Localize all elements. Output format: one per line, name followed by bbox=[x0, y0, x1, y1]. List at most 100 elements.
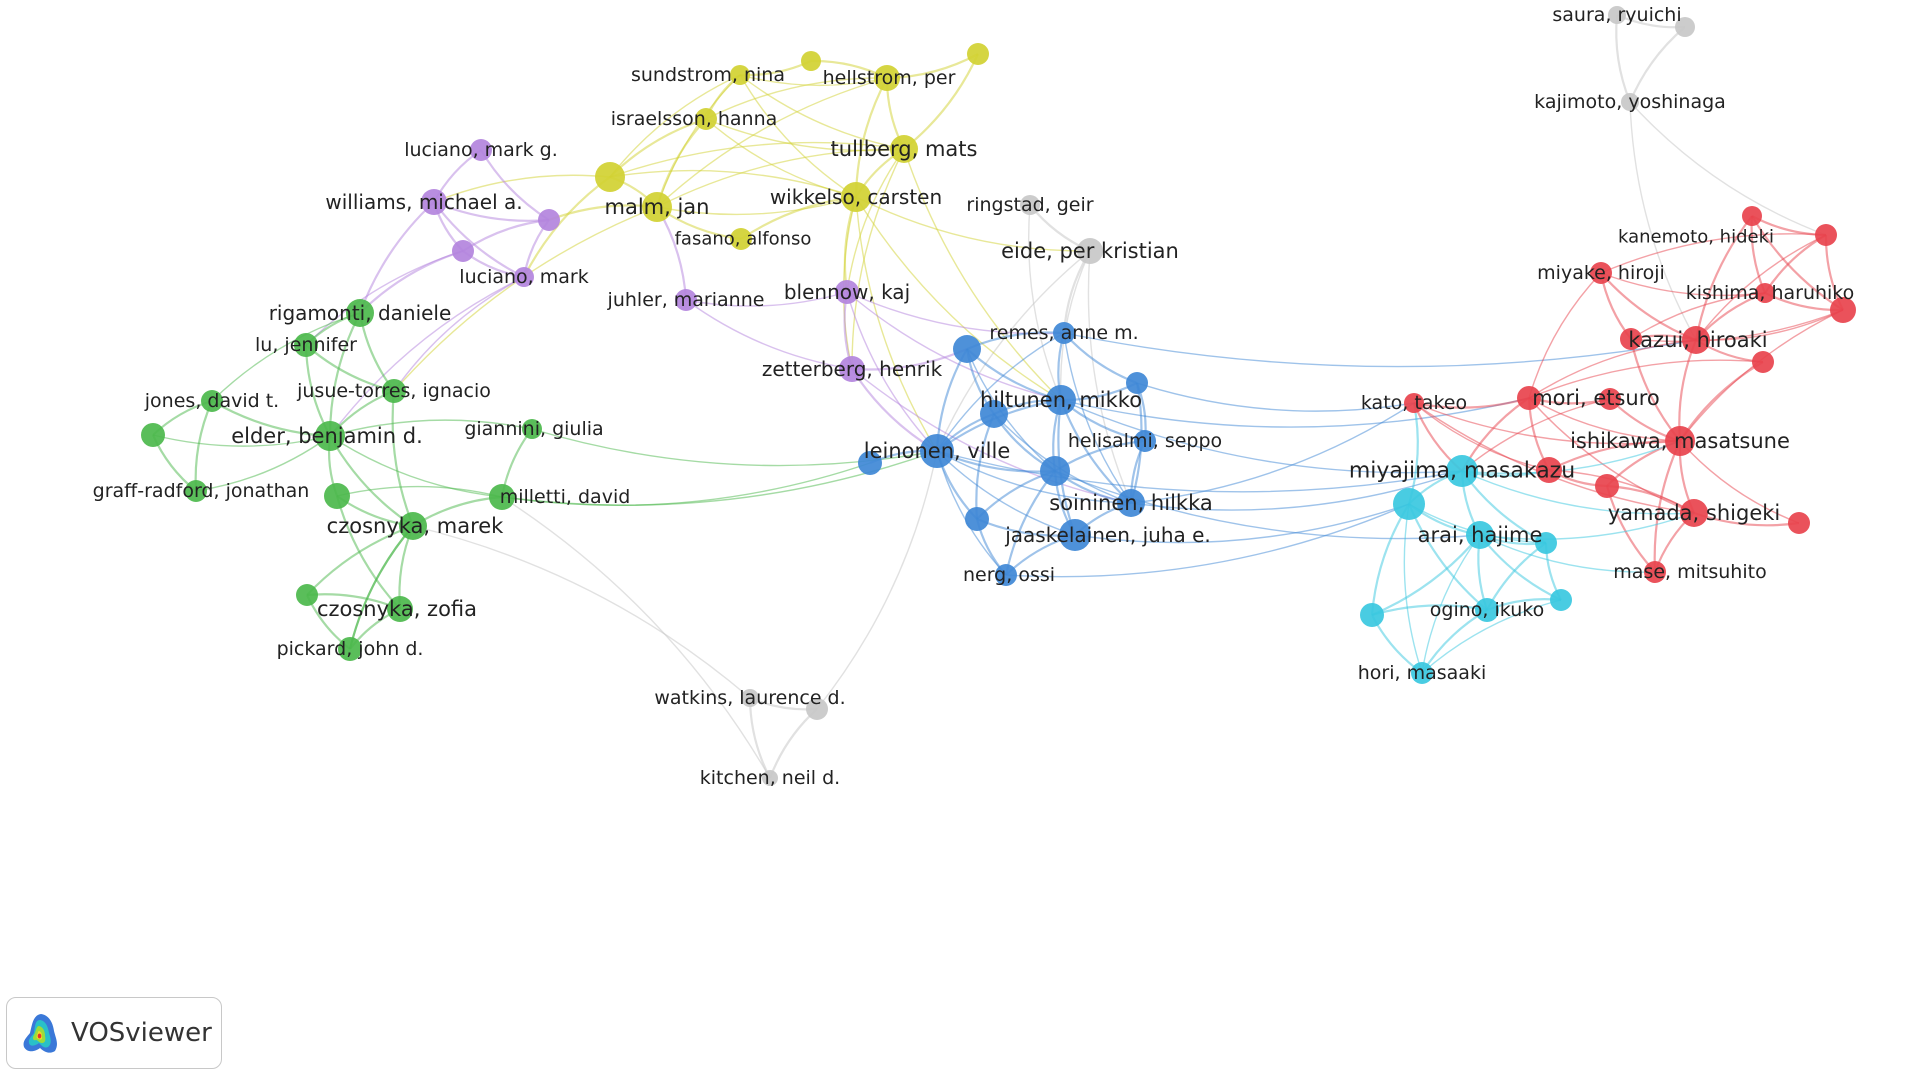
node-williams[interactable] bbox=[421, 189, 447, 215]
node-malm[interactable] bbox=[642, 192, 672, 222]
node-jaaskelainen[interactable] bbox=[1059, 519, 1091, 551]
node-g_left[interactable] bbox=[141, 423, 165, 447]
node-kajimoto[interactable] bbox=[1621, 93, 1639, 111]
node-r_far[interactable] bbox=[1830, 297, 1856, 323]
link-watkins-kitchen bbox=[748, 697, 771, 779]
node-eide[interactable] bbox=[1077, 238, 1103, 264]
link-milletti-g_mid bbox=[336, 485, 503, 498]
node-y_far[interactable] bbox=[967, 43, 989, 65]
node-saura2[interactable] bbox=[1675, 17, 1695, 37]
label-graff: graff-radford, jonathan bbox=[93, 480, 310, 502]
link-malm-jusue bbox=[393, 206, 658, 392]
node-r_b[interactable] bbox=[1620, 328, 1642, 350]
node-g_mid[interactable] bbox=[324, 483, 350, 509]
node-r_top[interactable] bbox=[1815, 224, 1837, 246]
link-miyake-kishima bbox=[1600, 272, 1766, 297]
node-remes[interactable] bbox=[1053, 322, 1075, 344]
node-watkins[interactable] bbox=[741, 689, 759, 707]
node-p_b[interactable] bbox=[452, 240, 474, 262]
node-helisalmi[interactable] bbox=[1134, 430, 1156, 452]
node-c_l[interactable] bbox=[1360, 603, 1384, 627]
node-kitchen[interactable] bbox=[762, 770, 778, 786]
node-lu[interactable] bbox=[294, 333, 318, 357]
node-b_a[interactable] bbox=[953, 335, 981, 363]
node-jusue[interactable] bbox=[382, 379, 406, 403]
node-leinonen[interactable] bbox=[920, 434, 954, 468]
node-czosnyka_m[interactable] bbox=[399, 512, 427, 540]
vosviewer-brand-badge[interactable]: VOSviewer bbox=[6, 997, 222, 1069]
label-milletti: milletti, david bbox=[500, 486, 631, 508]
node-r_d[interactable] bbox=[1599, 388, 1621, 410]
node-kato[interactable] bbox=[1404, 393, 1424, 413]
node-saura[interactable] bbox=[1608, 6, 1626, 24]
link-jusue-czosnyka_m bbox=[391, 390, 415, 527]
link-wikkelso-hiltunen bbox=[855, 196, 1062, 401]
node-jones[interactable] bbox=[201, 390, 223, 412]
node-ishikawa[interactable] bbox=[1665, 426, 1695, 456]
node-r_g[interactable] bbox=[1788, 512, 1810, 534]
node-p_a[interactable] bbox=[538, 209, 560, 231]
node-y_big[interactable] bbox=[595, 162, 625, 192]
node-hellstrom[interactable] bbox=[874, 65, 900, 91]
node-b_l[interactable] bbox=[858, 451, 882, 475]
node-kazui[interactable] bbox=[1682, 326, 1710, 354]
label-zetterberg: zetterberg, henrik bbox=[762, 357, 943, 381]
label-ishikawa: ishikawa, masatsune bbox=[1570, 429, 1790, 453]
label-blennow: blennow, kaj bbox=[784, 280, 910, 304]
link-tullberg-blennow bbox=[846, 148, 905, 293]
node-hori[interactable] bbox=[1411, 662, 1433, 684]
node-elder[interactable] bbox=[315, 421, 345, 451]
node-c_b[interactable] bbox=[1550, 589, 1572, 611]
link-g_left-elder bbox=[152, 434, 331, 447]
node-fasano[interactable] bbox=[730, 228, 752, 250]
link-kato-mori bbox=[1413, 396, 1530, 409]
node-luciano[interactable] bbox=[514, 267, 534, 287]
node-c_a[interactable] bbox=[1535, 532, 1557, 554]
node-ogino[interactable] bbox=[1475, 598, 1499, 622]
node-r_f[interactable] bbox=[1595, 474, 1619, 498]
node-pickard[interactable] bbox=[338, 637, 362, 661]
node-mori[interactable] bbox=[1517, 386, 1541, 410]
node-juhler[interactable] bbox=[675, 289, 697, 311]
link-kajimoto-kazui bbox=[1629, 101, 1697, 341]
node-g_low[interactable] bbox=[296, 584, 318, 606]
label-pickard: pickard, john d. bbox=[277, 638, 424, 660]
node-r_c[interactable] bbox=[1752, 351, 1774, 373]
node-rigamonti[interactable] bbox=[346, 299, 374, 327]
link-remes-kazui bbox=[1063, 332, 1697, 368]
node-czosnyka_z[interactable] bbox=[387, 596, 413, 622]
node-watkins2[interactable] bbox=[806, 698, 828, 720]
node-graff[interactable] bbox=[185, 480, 207, 502]
label-malm: malm, jan bbox=[605, 195, 710, 219]
node-hiltunen[interactable] bbox=[1046, 385, 1076, 415]
node-yamada[interactable] bbox=[1680, 499, 1708, 527]
node-b_big[interactable] bbox=[1040, 456, 1070, 486]
link-eide-leinonen bbox=[936, 250, 1091, 452]
node-b_r[interactable] bbox=[1126, 372, 1148, 394]
node-arai[interactable] bbox=[1466, 521, 1494, 549]
node-kanemoto[interactable] bbox=[1742, 206, 1762, 226]
node-zetterberg[interactable] bbox=[839, 356, 865, 382]
node-wikkelso[interactable] bbox=[841, 182, 871, 212]
node-ringstad[interactable] bbox=[1020, 195, 1040, 215]
node-kishima[interactable] bbox=[1755, 283, 1775, 303]
node-sundstrom[interactable] bbox=[730, 65, 750, 85]
node-r_e[interactable] bbox=[1536, 457, 1562, 483]
node-b_low[interactable] bbox=[965, 507, 989, 531]
node-nerg[interactable] bbox=[995, 564, 1017, 586]
node-tullberg[interactable] bbox=[890, 135, 918, 163]
node-mase[interactable] bbox=[1644, 561, 1666, 583]
node-c_big[interactable] bbox=[1393, 488, 1425, 520]
node-blennow[interactable] bbox=[835, 280, 859, 304]
link-israelsson-tullberg bbox=[705, 118, 905, 152]
node-y_top[interactable] bbox=[801, 51, 821, 71]
node-soininen[interactable] bbox=[1117, 489, 1145, 517]
node-b_c[interactable] bbox=[980, 400, 1008, 428]
node-milletti[interactable] bbox=[489, 484, 515, 510]
node-miyake[interactable] bbox=[1590, 262, 1612, 284]
link-hellstrom-israelsson bbox=[705, 77, 888, 120]
node-luciano_g[interactable] bbox=[470, 139, 492, 161]
node-miyajima[interactable] bbox=[1446, 455, 1478, 487]
node-giannini[interactable] bbox=[522, 419, 542, 439]
node-israelsson[interactable] bbox=[695, 108, 717, 130]
